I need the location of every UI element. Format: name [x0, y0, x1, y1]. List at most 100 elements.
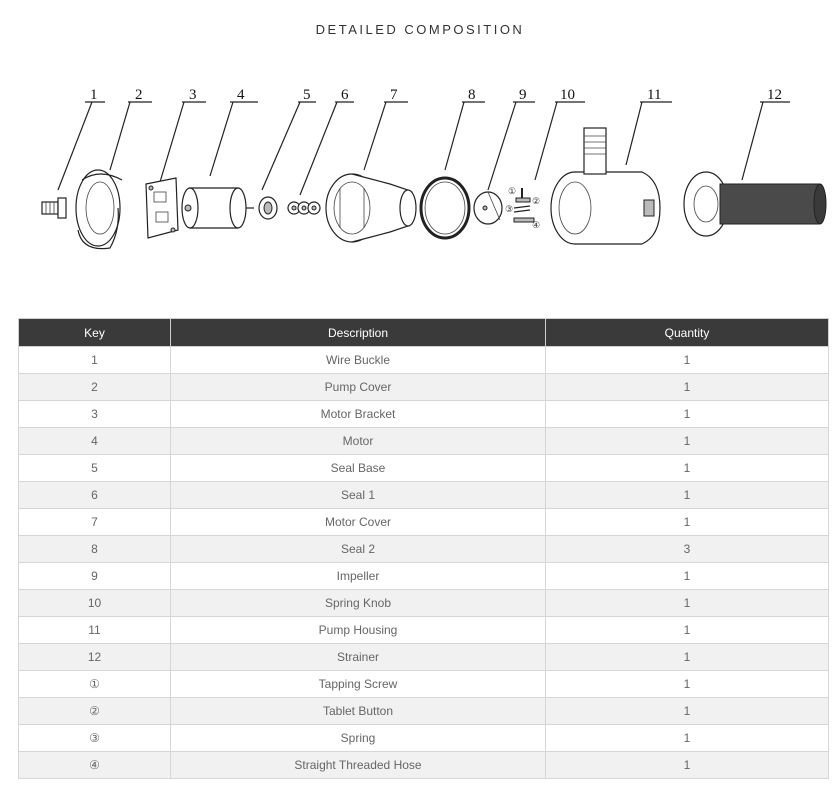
cell-desc: Spring Knob [170, 589, 546, 617]
cell-desc: Tablet Button [170, 697, 546, 725]
cell-qty: 1 [545, 508, 829, 536]
cell-desc: Seal 1 [170, 481, 546, 509]
part-motor [181, 187, 254, 229]
cell-qty: 1 [545, 751, 829, 779]
cell-qty: 1 [545, 562, 829, 590]
cell-key: ② [18, 697, 171, 725]
cell-key: ③ [18, 724, 171, 752]
cell-desc: Pump Housing [170, 616, 546, 644]
sub-callout-2: ② [532, 196, 540, 206]
part-seal-base [258, 196, 278, 220]
cell-desc: Tapping Screw [170, 670, 546, 698]
cell-desc: Seal Base [170, 454, 546, 482]
sub-callout-4: ④ [532, 220, 540, 230]
cell-key: ① [18, 670, 171, 698]
callout-6: 6 [341, 87, 349, 103]
header-description: Description [170, 318, 546, 347]
cell-key: 11 [18, 616, 171, 644]
cell-qty: 1 [545, 697, 829, 725]
cell-desc: Strainer [170, 643, 546, 671]
header-quantity: Quantity [545, 318, 829, 347]
cell-key: 1 [18, 346, 171, 374]
callout-12: 12 [767, 87, 782, 103]
cell-desc: Impeller [170, 562, 546, 590]
cell-qty: 1 [545, 616, 829, 644]
part-wire-buckle [41, 197, 67, 219]
callout-10: 10 [560, 87, 575, 103]
sub-callout-1: ① [508, 186, 516, 196]
cell-key: 8 [18, 535, 171, 563]
cell-key: 4 [18, 427, 171, 455]
part-seal-2 [419, 176, 471, 240]
cell-key: 3 [18, 400, 171, 428]
cell-key: 12 [18, 643, 171, 671]
cell-qty: 1 [545, 589, 829, 617]
callout-1: 1 [90, 87, 98, 103]
callout-5: 5 [303, 87, 311, 103]
cell-key: 5 [18, 454, 171, 482]
callout-3: 3 [189, 87, 197, 103]
part-pump-housing [550, 127, 661, 245]
cell-qty: 1 [545, 427, 829, 455]
header-key: Key [18, 318, 171, 347]
page-title: DETAILED COMPOSITION [315, 22, 525, 37]
callout-7: 7 [390, 87, 398, 103]
part-spring-knob: ① ② ③ ④ [505, 186, 540, 230]
cell-qty: 1 [545, 643, 829, 671]
cell-qty: 1 [545, 373, 829, 401]
exploded-view-diagram: 1 2 3 4 5 6 7 8 9 10 11 12 [41, 87, 827, 250]
part-motor-cover [325, 173, 417, 243]
callout-4: 4 [237, 87, 245, 103]
cell-qty: 1 [545, 724, 829, 752]
part-seal-1 [287, 201, 321, 215]
cell-desc: Spring [170, 724, 546, 752]
cell-qty: 1 [545, 346, 829, 374]
cell-qty: 1 [545, 481, 829, 509]
cell-desc: Motor Bracket [170, 400, 546, 428]
table-header-row: Key Description Quantity [18, 318, 829, 347]
cell-qty: 1 [545, 454, 829, 482]
cell-desc: Seal 2 [170, 535, 546, 563]
part-motor-bracket [145, 177, 179, 239]
cell-qty: 1 [545, 400, 829, 428]
cell-desc: Straight Threaded Hose [170, 751, 546, 779]
cell-desc: Pump Cover [170, 373, 546, 401]
cell-qty: 1 [545, 670, 829, 698]
callout-labels: 1 2 3 4 5 6 7 8 9 10 11 12 [90, 87, 782, 103]
callout-11: 11 [647, 87, 661, 103]
cell-desc: Motor Cover [170, 508, 546, 536]
cell-key: 7 [18, 508, 171, 536]
cell-key: 2 [18, 373, 171, 401]
cell-desc: Motor [170, 427, 546, 455]
cell-key: ④ [18, 751, 171, 779]
callout-8: 8 [468, 87, 476, 103]
cell-key: 6 [18, 481, 171, 509]
cell-key: 10 [18, 589, 171, 617]
cell-desc: Wire Buckle [170, 346, 546, 374]
callout-9: 9 [519, 87, 527, 103]
sub-callout-3: ③ [505, 204, 513, 214]
part-strainer [683, 171, 827, 237]
part-pump-cover [75, 169, 123, 250]
cell-key: 9 [18, 562, 171, 590]
part-impeller [473, 191, 503, 225]
callout-2: 2 [135, 87, 143, 103]
